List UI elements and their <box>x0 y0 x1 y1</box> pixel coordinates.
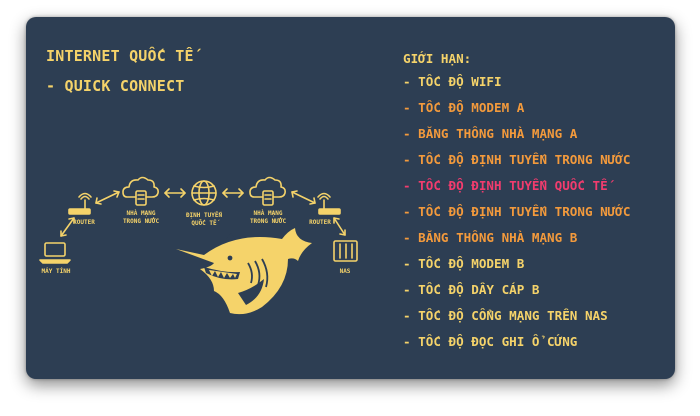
slide: INTERNET QUỐC TẾ - QUICK CONNECT <box>26 17 675 379</box>
slide-title-line-2: - QUICK CONNECT <box>46 77 185 95</box>
limit-item: - TỐC ĐỘ DÂY CÁP B <box>403 282 540 297</box>
limit-item: - TỐC ĐỘ MODEM A <box>403 100 525 115</box>
label-router-left: ROUTER <box>73 219 95 226</box>
router-right-icon <box>317 192 341 215</box>
label-isp-left-line1: NHÀ MẠNG <box>127 210 156 217</box>
label-intl-routing-line2: QUỐC TẾ <box>191 219 220 227</box>
slide-title-line-1: INTERNET QUỐC TẾ <box>46 47 194 65</box>
nas-icon <box>333 240 358 262</box>
limit-item: - TỐC ĐỘ MODEM B <box>403 256 525 271</box>
laptop-icon <box>39 242 71 264</box>
label-isp-left-line2: TRONG NƯỚC <box>123 218 160 225</box>
arrow-globe-cloud <box>222 188 244 198</box>
arrow-cloud-globe <box>164 188 186 198</box>
network-diagram: ROUTER NHÀ MẠNG TRONG NƯỚC ĐỊNH TUYẾN QU… <box>39 176 358 315</box>
label-isp-right-line1: NHÀ MẠNG <box>254 210 283 217</box>
limits-heading: GIỚI HẠN: <box>403 51 472 66</box>
shark-icon <box>176 228 312 315</box>
globe-icon <box>191 180 217 206</box>
limit-item: - TỐC ĐỘ CỔNG MẠNG TRÊN NAS <box>403 308 608 323</box>
limit-item: - TỐC ĐỘ ĐỊNH TUYẾN TRONG NƯỚC <box>403 204 631 219</box>
arrow-router-nas <box>333 217 346 236</box>
arrow-cloud-router <box>291 190 316 205</box>
limit-item: - TỐC ĐỘ ĐỊNH TUYẾN TRONG NƯỚC <box>403 152 631 167</box>
limits-list: GIỚI HẠN: - TỐC ĐỘ WIFI - TỐC ĐỘ MODEM A -… <box>403 49 668 355</box>
router-left-icon <box>68 192 92 215</box>
label-router-right: ROUTER <box>309 219 331 226</box>
limit-item: - BĂNG THÔNG NHÀ MẠNG B <box>403 230 578 245</box>
limit-item: - BĂNG THÔNG NHÀ MẠNG A <box>403 126 578 141</box>
label-computer: MÁY TÍNH <box>42 267 71 275</box>
arrow-router-laptop <box>60 217 75 237</box>
limit-item: - TỐC ĐỘ WIFI <box>403 74 502 89</box>
label-intl-routing-line1: ĐỊNH TUYẾN <box>186 211 223 219</box>
limit-item: - TỐC ĐỘ ĐỌC GHI Ổ CỨNG <box>403 334 578 349</box>
label-isp-right-line2: TRONG NƯỚC <box>250 218 287 225</box>
cloud-server-right-icon <box>249 176 286 206</box>
label-nas: NAS <box>340 268 351 275</box>
limit-item: - TỐC ĐỘ ĐỊNH TUYẾN QUỐC TẾ <box>403 178 608 193</box>
cloud-server-left-icon <box>122 176 159 206</box>
arrow-router-cloud <box>95 190 120 205</box>
